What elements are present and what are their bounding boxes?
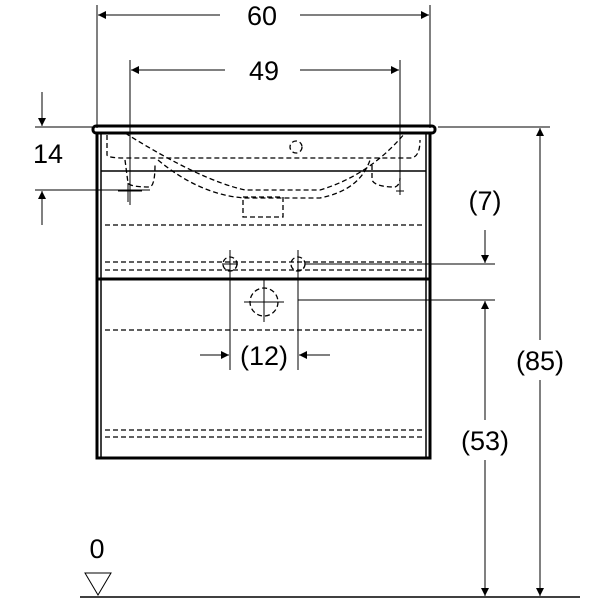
width-dimension: 60 bbox=[96, 1, 431, 128]
tap-spacing-dimension: 49 bbox=[129, 56, 401, 205]
floor-level: 0 bbox=[80, 534, 580, 598]
drain-offset-dimension: (7) bbox=[469, 186, 502, 263]
total-height-dimension: (85) bbox=[438, 126, 564, 596]
tap-spacing-label: 49 bbox=[249, 56, 279, 86]
drain-spacing-label: (12) bbox=[240, 341, 288, 371]
drain-height-dimension: (53) bbox=[461, 301, 509, 596]
total-height-label: (85) bbox=[516, 346, 564, 376]
basin-height-label: 14 bbox=[33, 139, 63, 169]
drain-offset-label: (7) bbox=[469, 186, 502, 216]
level-triangle-icon bbox=[84, 572, 112, 596]
basin-height-dimension: 14 bbox=[33, 92, 150, 225]
cabinet bbox=[91, 124, 495, 460]
floor-level-label: 0 bbox=[89, 534, 104, 564]
cabinet-body bbox=[95, 131, 432, 460]
overflow-hole bbox=[289, 140, 303, 154]
width-label: 60 bbox=[247, 1, 277, 31]
drain-spacing-dimension: (12) bbox=[200, 341, 330, 371]
drain-height-label: (53) bbox=[461, 426, 509, 456]
